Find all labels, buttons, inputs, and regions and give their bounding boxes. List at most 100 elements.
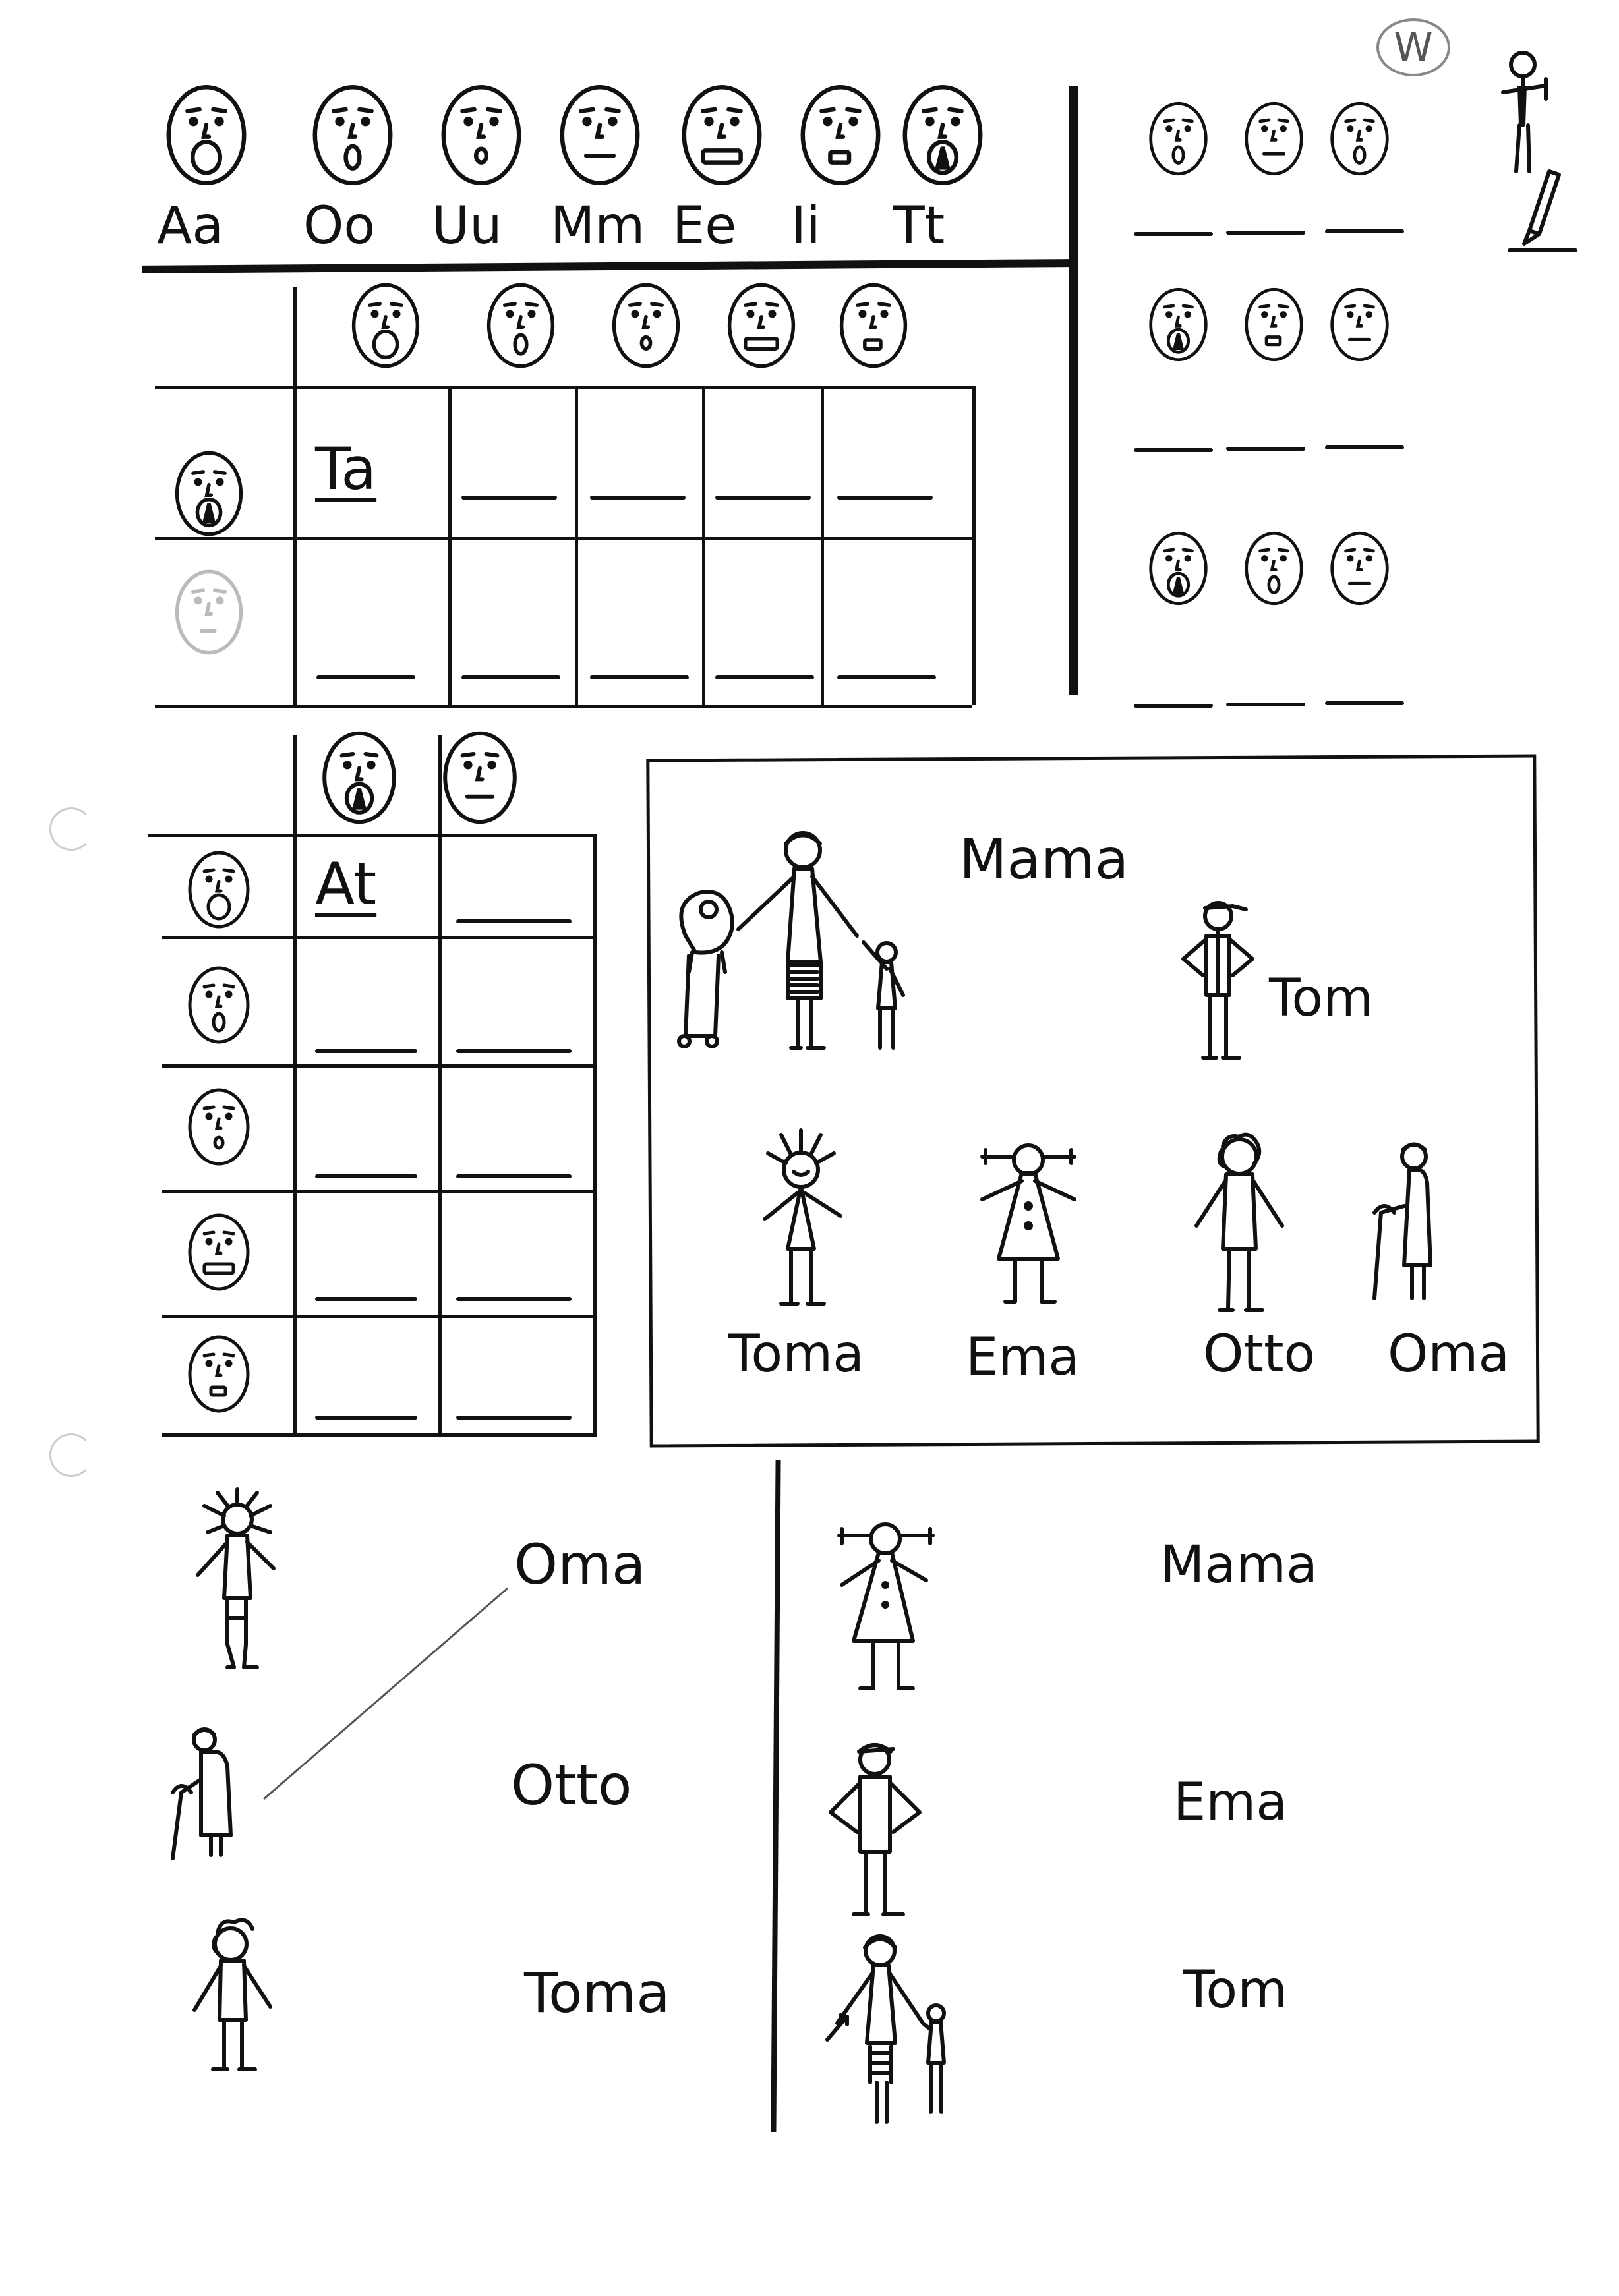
- grid1-column-face-tiny-o-icon: [612, 283, 680, 368]
- grid2-blank[interactable]: [456, 1297, 572, 1301]
- grid2-blank[interactable]: [315, 1174, 417, 1178]
- panel-face-small-o-icon: [1330, 101, 1389, 176]
- toma-figure: [763, 1128, 842, 1306]
- panel-blank[interactable]: [1325, 229, 1404, 233]
- grid2-blank[interactable]: [315, 1416, 417, 1420]
- alphabet-face-small-o-icon: [312, 84, 393, 186]
- panel-face-tongue-icon: [1149, 287, 1208, 362]
- panel-blank[interactable]: [1325, 445, 1404, 449]
- grid1-blank[interactable]: [461, 675, 560, 679]
- matching-divider: [771, 1459, 781, 2133]
- alphabet-face-closed-line-icon: [560, 84, 640, 186]
- label-mama: Mama: [959, 827, 1129, 892]
- mama-family-figure: [677, 831, 905, 1050]
- alphabet-face-tongue-icon: [902, 84, 983, 186]
- grid2-line: [162, 936, 597, 939]
- binder-hole: [49, 1433, 93, 1477]
- panel-blank[interactable]: [1134, 448, 1213, 452]
- panel-blank[interactable]: [1226, 447, 1305, 451]
- match-left-name-3: Toma: [524, 1961, 670, 2025]
- grid2-column-face-closed-line-icon: [443, 731, 517, 824]
- grid2-line: [162, 1190, 597, 1193]
- vertical-divider: [1069, 86, 1078, 695]
- grid1-column-face-open-o-icon: [351, 283, 420, 368]
- corner-mark-letter: W: [1394, 24, 1433, 71]
- panel-face-small-o-icon: [1245, 531, 1303, 606]
- panel-blank[interactable]: [1325, 701, 1404, 705]
- alphabet-underline: [141, 259, 1072, 273]
- alphabet-label: Mm: [550, 196, 645, 256]
- panel-blank[interactable]: [1134, 232, 1213, 236]
- grid1-line: [155, 537, 972, 540]
- grid1-column-face-small-rect-icon: [839, 283, 908, 368]
- grid2-blank[interactable]: [315, 1049, 417, 1053]
- grid2-blank[interactable]: [456, 919, 572, 923]
- grid1-blank[interactable]: [715, 496, 811, 500]
- panel-face-closed-line-icon: [1330, 287, 1389, 362]
- grid1-line: [448, 386, 452, 705]
- match-figure-mama: [825, 1934, 946, 2124]
- alphabet-label: Oo: [303, 196, 376, 256]
- grid2-line: [593, 834, 597, 1437]
- alphabet-label: Uu: [432, 196, 502, 256]
- grid1-line: [821, 386, 824, 705]
- grid1-blank[interactable]: [461, 496, 557, 500]
- grid1-line: [293, 287, 297, 708]
- match-right-name-3: Tom: [1183, 1961, 1288, 2020]
- alphabet-label: Ee: [672, 196, 737, 256]
- oma-figure: [1372, 1142, 1432, 1300]
- grid1-row-face-faint-icon: [175, 569, 243, 655]
- match-right-name-2: Ema: [1173, 1773, 1288, 1832]
- match-figure-tom: [829, 1743, 922, 1916]
- grid2-blank[interactable]: [456, 1174, 572, 1178]
- grid2-blank[interactable]: [315, 1297, 417, 1301]
- match-left-name-1: Oma: [514, 1532, 646, 1597]
- grid2-row-face-wide-rect-icon: [188, 1213, 250, 1291]
- grid2-line: [438, 735, 442, 1437]
- match-left-name-2: Otto: [511, 1753, 632, 1818]
- grid2-column-face-tongue-icon: [322, 731, 396, 824]
- panel-face-small-rect-icon: [1245, 287, 1303, 362]
- match-figure-toma: [196, 1487, 276, 1669]
- grid2-line: [162, 1315, 597, 1318]
- grid2-row-face-tiny-o-icon: [188, 1088, 250, 1166]
- grid1-blank[interactable]: [316, 675, 415, 679]
- match-right-name-1: Mama: [1160, 1535, 1318, 1595]
- alphabet-face-tiny-o-icon: [441, 84, 521, 186]
- grid1-line: [155, 386, 972, 389]
- match-figure-ema: [837, 1522, 935, 1690]
- tom-figure: [1181, 901, 1254, 1060]
- pencil-icon: [1508, 169, 1577, 252]
- grid2-row-face-open-o-icon: [188, 851, 250, 929]
- match-figure-otto: [192, 1918, 272, 2071]
- corner-mark: W: [1376, 18, 1450, 76]
- grid2-blank[interactable]: [456, 1049, 572, 1053]
- match-figure-oma: [171, 1727, 233, 1860]
- grid2-line: [293, 735, 297, 1437]
- match-connection-line: [263, 1587, 508, 1800]
- grid1-blank[interactable]: [590, 496, 686, 500]
- otto-figure: [1194, 1132, 1284, 1312]
- grid2-blank[interactable]: [456, 1416, 572, 1420]
- grid1-blank[interactable]: [837, 496, 933, 500]
- grid1-blank[interactable]: [590, 675, 689, 679]
- panel-blank[interactable]: [1226, 231, 1305, 235]
- panel-blank[interactable]: [1134, 704, 1213, 708]
- grid2-row-face-small-rect-icon: [188, 1335, 250, 1413]
- panel-face-small-o-icon: [1149, 101, 1208, 176]
- binder-hole: [49, 807, 93, 851]
- panel-face-closed-line-icon: [1245, 101, 1303, 176]
- label-otto: Otto: [1203, 1325, 1316, 1384]
- panel-blank[interactable]: [1226, 703, 1305, 706]
- label-toma: Toma: [728, 1325, 864, 1384]
- alphabet-face-small-rect-icon: [800, 84, 881, 186]
- grid1-blank[interactable]: [715, 675, 814, 679]
- grid1-row-face-tongue-icon: [175, 451, 243, 536]
- panel-face-tongue-icon: [1149, 531, 1208, 606]
- label-ema: Ema: [966, 1328, 1080, 1387]
- grid1-blank[interactable]: [837, 675, 936, 679]
- grid1-example-syllable: Ta: [315, 435, 377, 503]
- alphabet-label: Tt: [893, 196, 945, 256]
- grid1-column-face-wide-rect-icon: [727, 283, 796, 368]
- grid1-line: [972, 386, 976, 705]
